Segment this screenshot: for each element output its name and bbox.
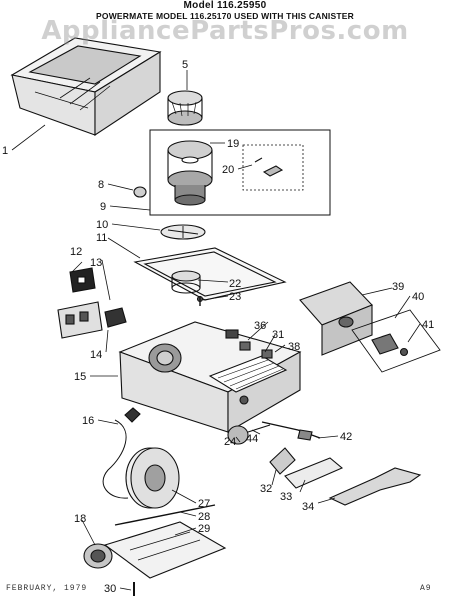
label-part-31: 31 — [272, 329, 284, 341]
label-part-28: 28 — [198, 511, 210, 523]
part-number-labels: 1 5 8 9 10 11 12 13 14 15 16 18 19 20 22… — [2, 59, 434, 595]
label-part-27: 27 — [198, 498, 210, 510]
label-part-24: 24 — [224, 436, 236, 448]
label-part-1: 1 — [2, 145, 8, 157]
label-part-13: 13 — [90, 257, 102, 269]
part-canister-body — [118, 321, 302, 433]
label-part-5: 5 — [182, 59, 188, 71]
label-part-41: 41 — [422, 319, 434, 331]
model-title: Model 116.25950 — [183, 0, 267, 11]
part-small-connectors — [239, 341, 273, 359]
label-part-18: 18 — [74, 513, 86, 525]
label-part-33: 33 — [280, 491, 292, 503]
part-filter-disc — [160, 224, 206, 240]
part-pedal — [269, 447, 344, 489]
label-part-44: 44 — [246, 433, 258, 445]
part-caster-wheel — [83, 543, 113, 569]
label-part-11: 11 — [96, 232, 107, 244]
label-part-10: 10 — [96, 219, 108, 231]
part-canister-lid — [10, 37, 162, 137]
label-part-40: 40 — [412, 291, 424, 303]
part-exhaust-grille — [299, 281, 373, 356]
label-part-29: 29 — [198, 523, 210, 535]
page-code: A9 — [420, 584, 432, 593]
leader-lines — [11, 70, 421, 591]
part-power-cord — [102, 407, 141, 499]
part-switch-plate — [57, 267, 103, 339]
label-part-36: 36 — [254, 320, 266, 332]
label-part-34: 34 — [302, 501, 314, 513]
date-footer: FEBRUARY, 1979 — [6, 584, 88, 593]
label-part-15: 15 — [74, 371, 86, 383]
powermate-note: POWERMATE MODEL 116.25170 USED WITH THIS… — [96, 11, 354, 21]
label-part-42: 42 — [340, 431, 352, 443]
part-rear-wheel — [227, 424, 271, 445]
part-motor-fan — [167, 90, 203, 126]
part-clip — [133, 186, 147, 198]
label-part-9: 9 — [100, 201, 106, 213]
part-gasket-frame — [133, 247, 287, 306]
label-part-30: 30 — [104, 583, 116, 595]
label-part-16: 16 — [82, 415, 94, 427]
part-latch-assembly — [351, 309, 441, 373]
label-part-22: 22 — [229, 278, 241, 290]
part-bottom-plate — [103, 504, 227, 579]
label-part-23: 23 — [229, 291, 241, 303]
label-part-14: 14 — [90, 349, 102, 361]
part-latch — [261, 421, 321, 441]
part-bumper — [328, 467, 422, 506]
label-part-32: 32 — [260, 483, 272, 495]
label-part-20: 20 — [222, 164, 234, 176]
label-part-19: 19 — [227, 138, 239, 150]
motor-assembly-box — [149, 129, 331, 216]
label-part-38: 38 — [288, 341, 300, 353]
label-part-12: 12 — [70, 246, 82, 258]
part-cord-reel — [125, 447, 180, 509]
label-part-8: 8 — [98, 179, 104, 191]
label-part-39: 39 — [392, 281, 404, 293]
part-switch-box — [104, 307, 127, 328]
